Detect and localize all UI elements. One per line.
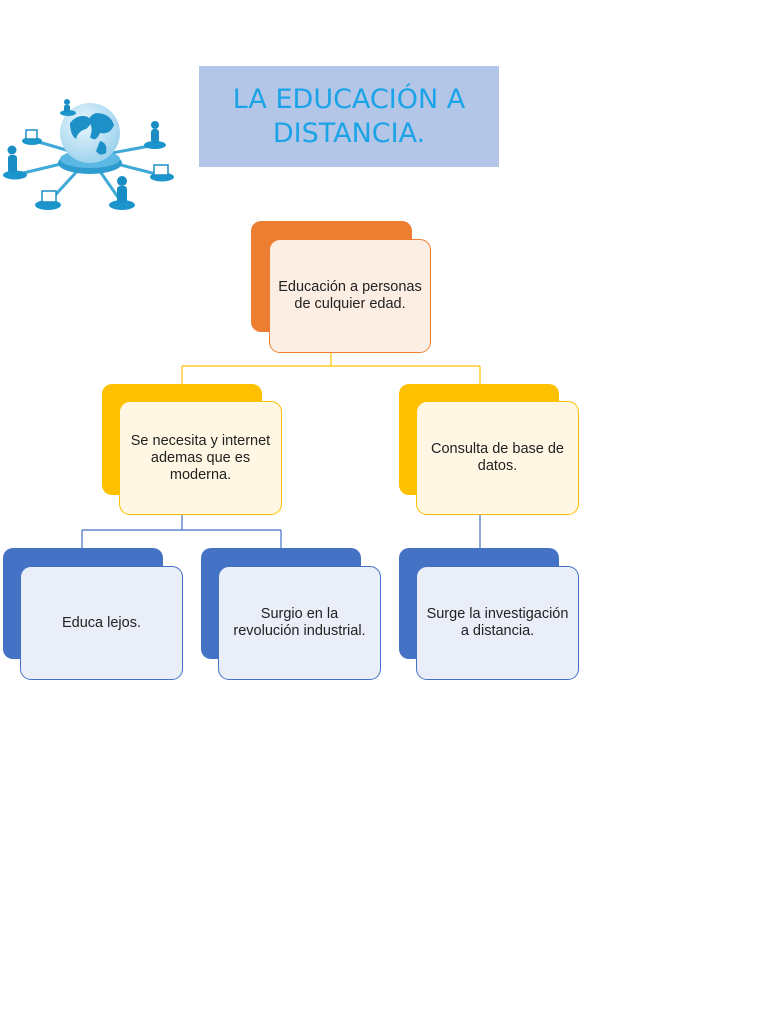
leaf-3-box: Surge la investigación a distancia. (416, 566, 579, 680)
diagram-leaf-1: Educa lejos. (3, 548, 183, 680)
page-title: LA EDUCACIÓN A DISTANCIA. (199, 66, 499, 167)
right-node-text: Consulta de base de datos. (425, 441, 570, 475)
diagram-leaf-3: Surge la investigación a distancia. (399, 548, 579, 680)
diagram-root-node: Educación a personas de culquier edad. (251, 221, 431, 353)
title-line-2: DISTANCIA. (233, 117, 466, 151)
diagram-node-left: Se necesita y internet ademas que es mod… (102, 384, 282, 515)
leaf-3-text: Surge la investigación a distancia. (425, 606, 570, 640)
diagram-node-right: Consulta de base de datos. (399, 384, 579, 515)
root-node-text: Educación a personas de culquier edad. (278, 279, 422, 313)
root-node-box: Educación a personas de culquier edad. (269, 239, 431, 353)
right-node-box: Consulta de base de datos. (416, 401, 579, 515)
leaf-2-box: Surgio en la revolución industrial. (218, 566, 381, 680)
title-line-1: LA EDUCACIÓN A (233, 83, 466, 117)
leaf-2-text: Surgio en la revolución industrial. (227, 606, 372, 640)
leaf-1-box: Educa lejos. (20, 566, 183, 680)
left-node-text: Se necesita y internet ademas que es mod… (128, 433, 273, 484)
left-node-box: Se necesita y internet ademas que es mod… (119, 401, 282, 515)
globe-network-icon (0, 95, 178, 230)
leaf-1-text: Educa lejos. (62, 615, 141, 632)
diagram-leaf-2: Surgio en la revolución industrial. (201, 548, 381, 680)
